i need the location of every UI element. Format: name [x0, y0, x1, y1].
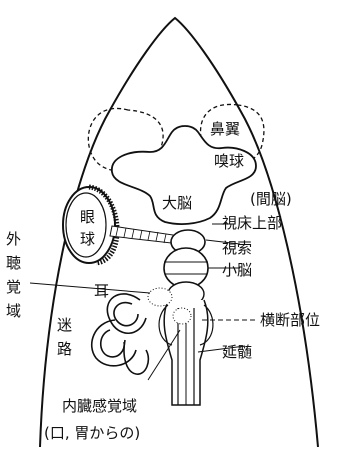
label-external-auditory-3: 覚	[6, 278, 21, 296]
label-optic-nerve: 視索	[222, 239, 252, 257]
ear-labyrinth-shape	[92, 294, 149, 374]
label-external-auditory-1: 外	[6, 230, 21, 248]
optic-nerve-band	[110, 226, 180, 244]
label-ear-labyrinth-3: 路	[57, 340, 72, 358]
label-ear-labyrinth-1: 耳	[94, 282, 109, 300]
label-external-auditory-4: 域	[6, 302, 21, 320]
label-cerebrum: 大脳	[162, 194, 192, 212]
label-ear-labyrinth-2: 迷	[57, 316, 72, 334]
label-mouth-stomach: (口, 胃からの)	[44, 424, 140, 442]
label-olfactory-bulb: 嗅球	[214, 152, 244, 170]
auditory-dotted-region	[148, 288, 172, 306]
label-eyeball-2: 球	[80, 230, 95, 248]
label-nasal-wing: 鼻翼	[210, 120, 240, 138]
label-eyeball-1: 眼	[80, 208, 95, 226]
label-cross-section: 横断部位	[260, 311, 320, 329]
label-hypothalamus: 視床上部	[222, 214, 282, 232]
label-visceral-sensory: 内臓感覚域	[62, 397, 137, 415]
label-medulla: 延髄	[222, 343, 252, 361]
visceral-dotted-region	[173, 308, 191, 324]
label-cerebellum: 小脳	[222, 261, 252, 279]
label-diencephalon: (間脳)	[250, 190, 292, 208]
label-external-auditory-2: 聴	[6, 254, 21, 272]
